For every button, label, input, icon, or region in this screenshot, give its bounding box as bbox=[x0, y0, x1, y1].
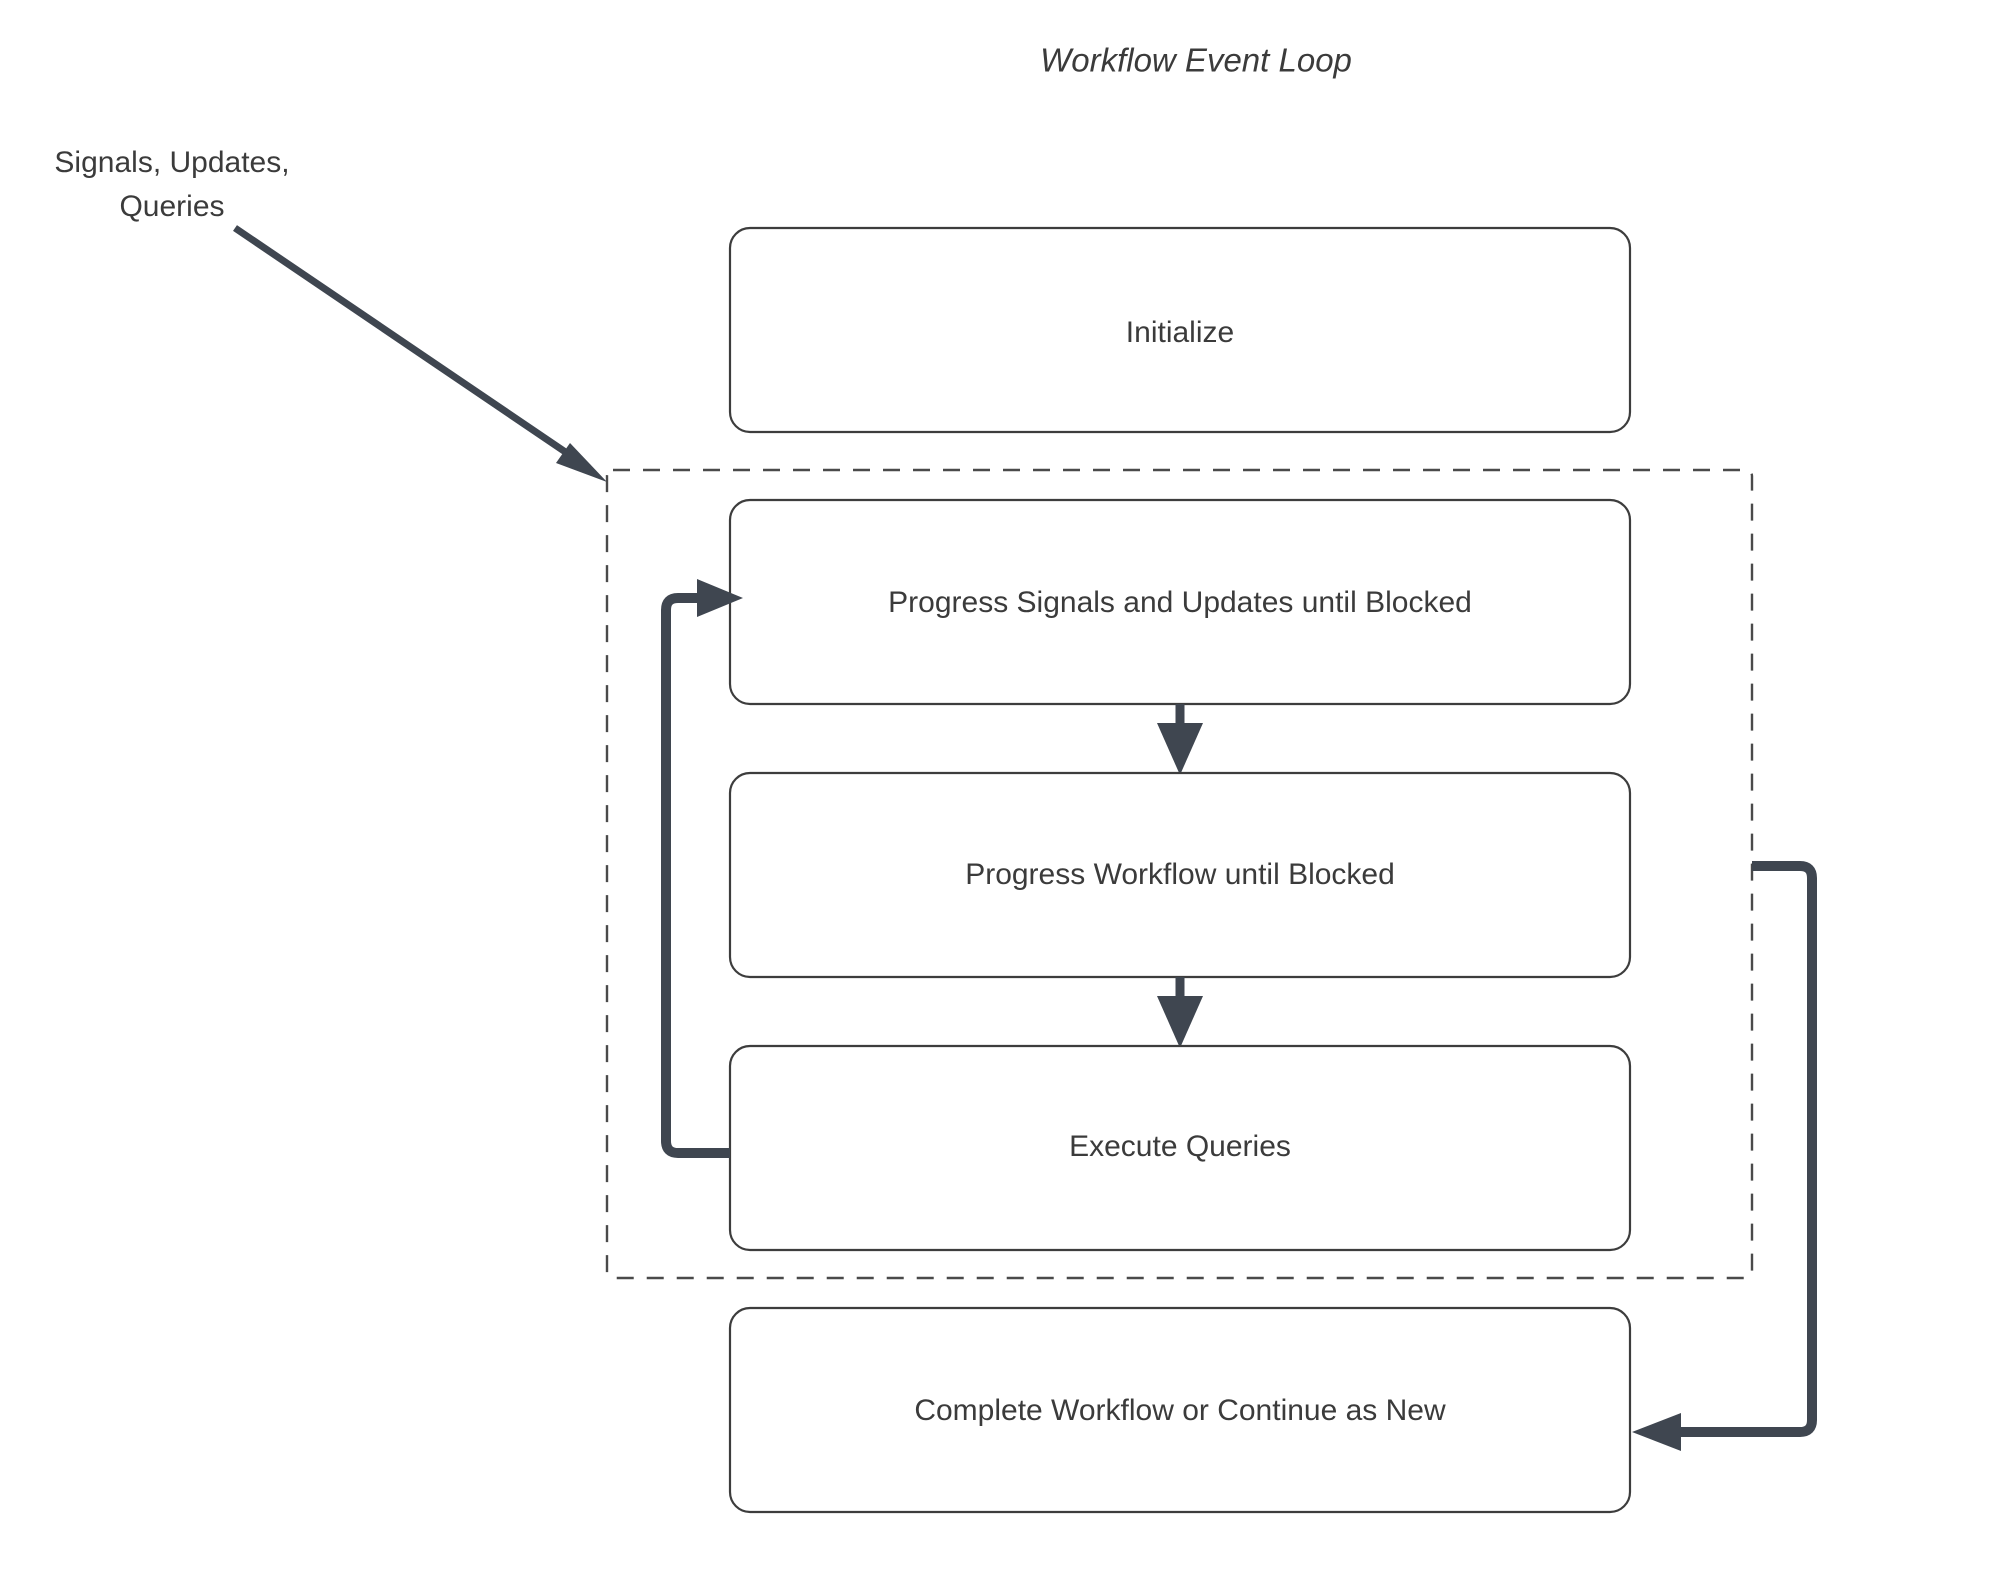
node-progress-workflow[interactable]: Progress Workflow until Blocked bbox=[728, 771, 1632, 979]
node-initialize-label: Initialize bbox=[1126, 316, 1234, 349]
edge-loop-group-to-complete-workflow bbox=[1632, 861, 1817, 1451]
node-progress-signals[interactable]: Progress Signals and Updates until Block… bbox=[728, 498, 1632, 706]
node-progress-workflow-label: Progress Workflow until Blocked bbox=[965, 858, 1395, 891]
arrow-head-icon bbox=[697, 579, 743, 617]
diagram-title: Workflow Event Loop bbox=[1040, 42, 1352, 79]
node-execute-queries[interactable]: Execute Queries bbox=[728, 1044, 1632, 1252]
edge-execute-queries-to-progress-signals bbox=[661, 579, 743, 1158]
edge-external-input-to-loop bbox=[233, 225, 607, 482]
node-complete-workflow[interactable]: Complete Workflow or Continue as New bbox=[728, 1306, 1632, 1514]
node-initialize[interactable]: Initialize bbox=[728, 226, 1632, 434]
node-complete-workflow-box[interactable] bbox=[728, 1306, 1632, 1514]
loop-group-frame bbox=[605, 468, 1754, 1280]
external-input-label-line1: Signals, Updates, bbox=[54, 146, 289, 179]
arrow-head-icon bbox=[556, 443, 607, 482]
external-input-label-line2: Queries bbox=[119, 190, 224, 223]
arrow-head-icon bbox=[1632, 1413, 1681, 1451]
arrow-head-icon bbox=[1157, 996, 1203, 1048]
edge-progress-signals-to-progress-workflow bbox=[1157, 704, 1203, 775]
node-execute-queries-label: Execute Queries bbox=[1069, 1130, 1291, 1163]
edge-progress-workflow-to-execute-queries bbox=[1157, 977, 1203, 1048]
arrow-head-icon bbox=[1157, 723, 1203, 775]
node-complete-workflow-label: Complete Workflow or Continue as New bbox=[914, 1394, 1446, 1427]
node-initialize-box[interactable] bbox=[728, 226, 1632, 434]
node-progress-signals-label: Progress Signals and Updates until Block… bbox=[888, 586, 1472, 619]
